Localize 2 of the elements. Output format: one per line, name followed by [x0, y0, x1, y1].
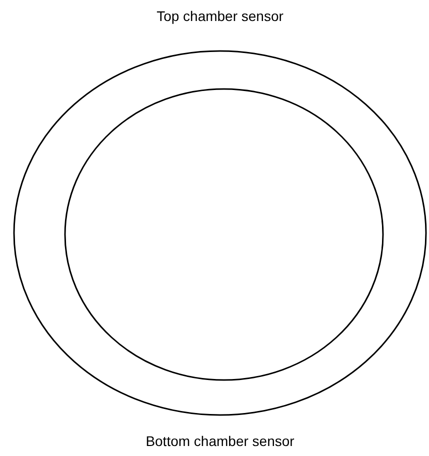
sensor-label: Bottom chamber sensor — [146, 433, 294, 449]
sensor-label: Top chamber sensor — [156, 8, 284, 24]
